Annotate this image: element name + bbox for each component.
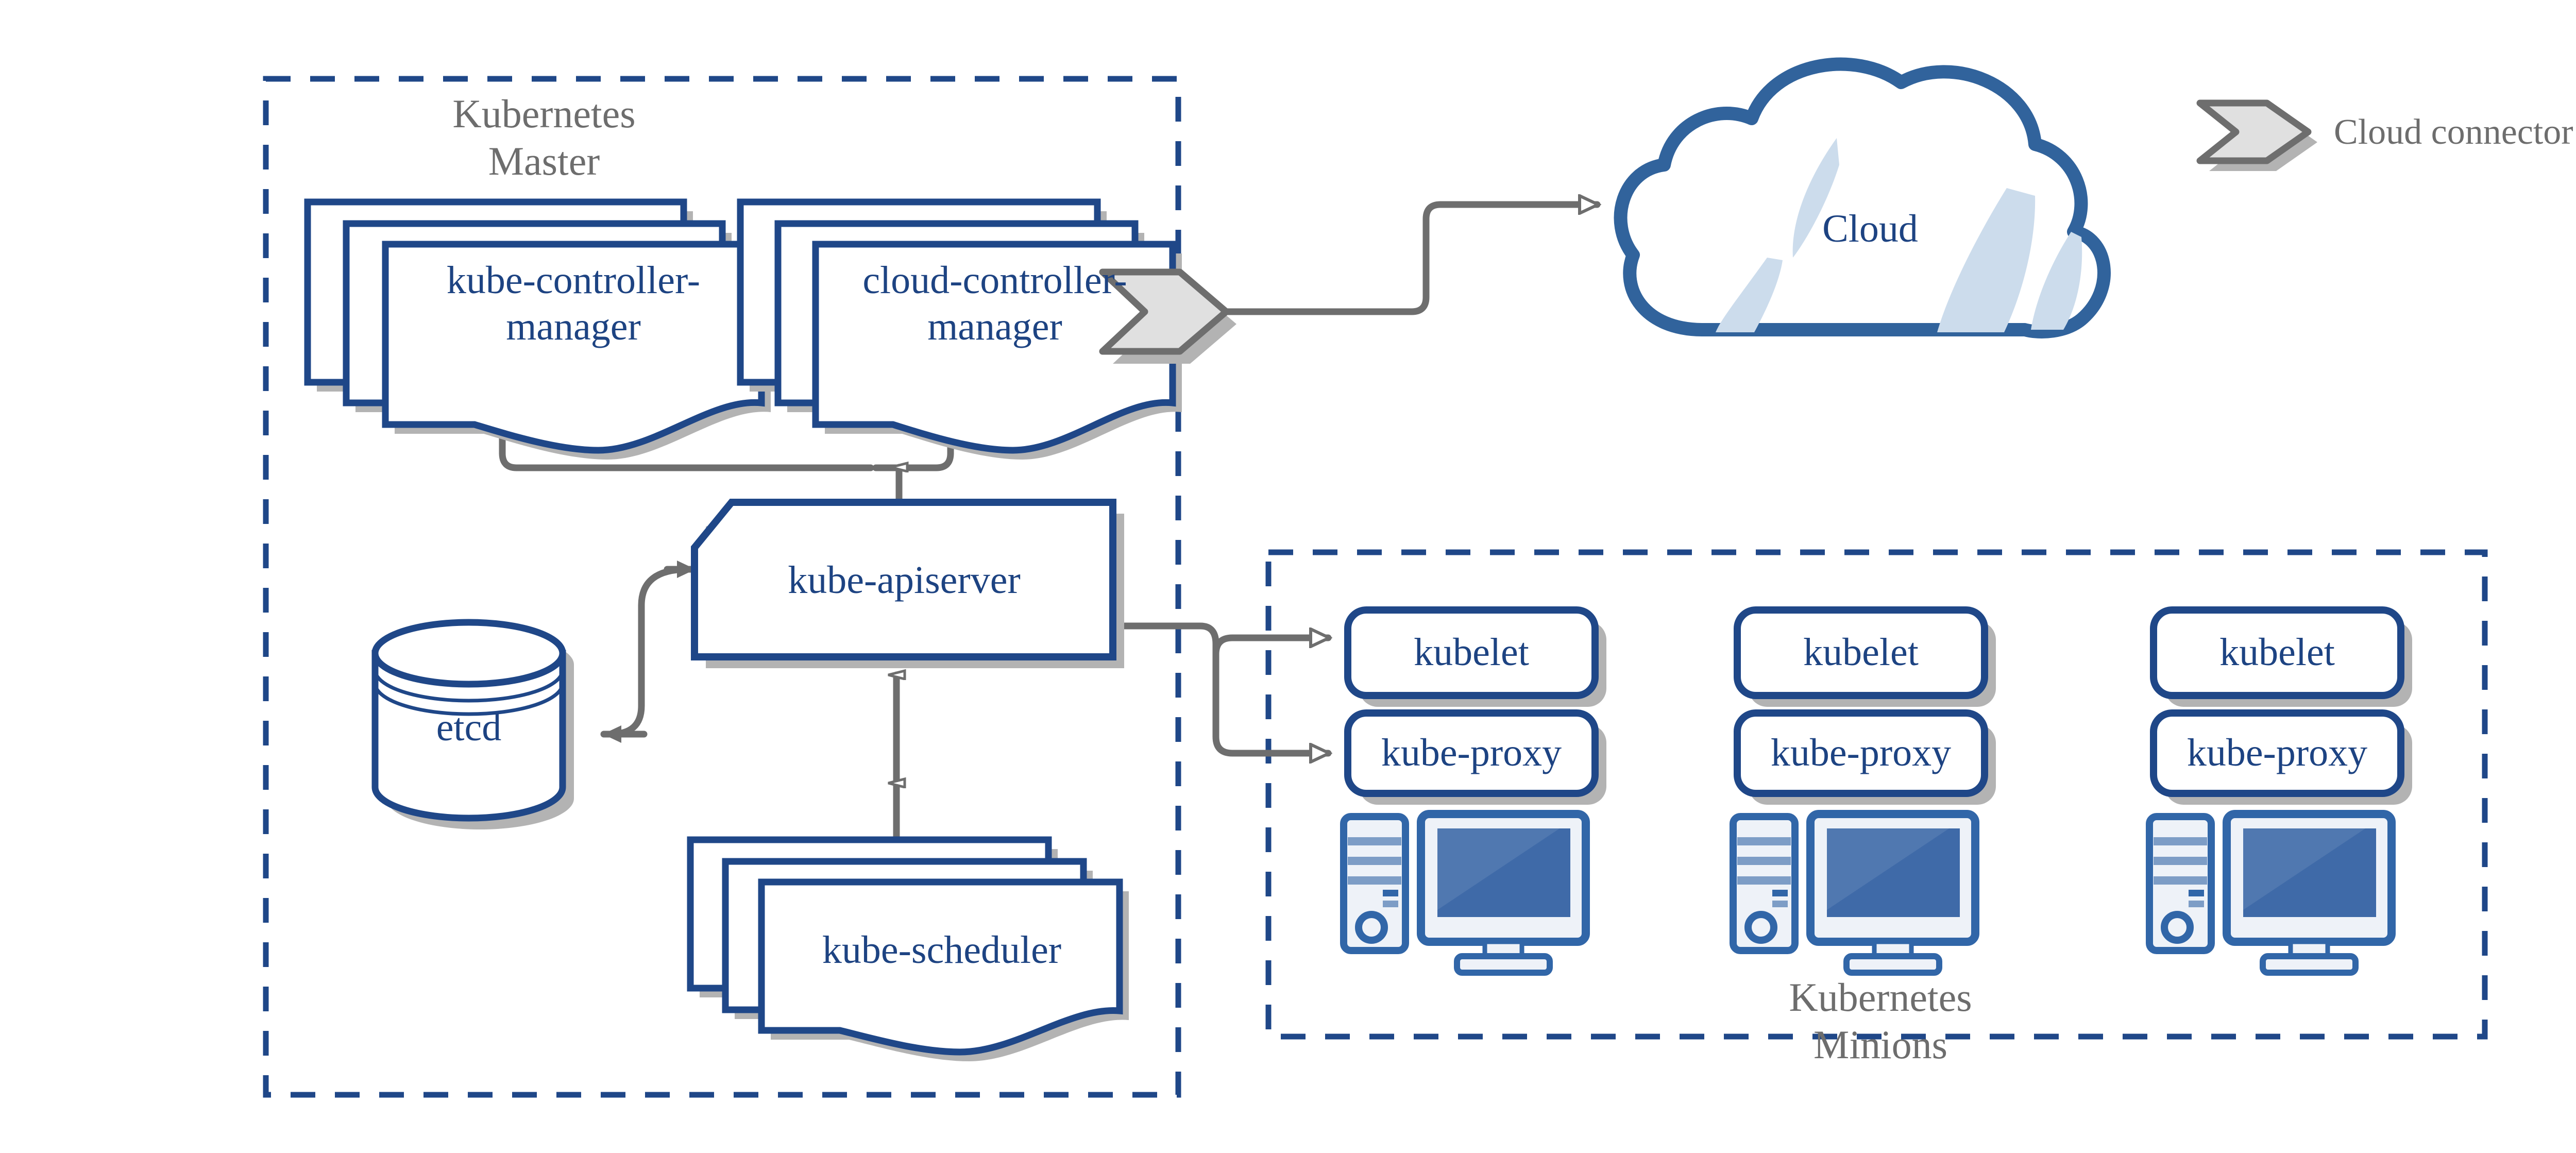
- node-kube-controller-manager[interactable]: [304, 198, 771, 460]
- minion-3[interactable]: [2146, 606, 2412, 976]
- node-cloud[interactable]: [1614, 57, 2111, 338]
- minions-group-label: Kubernetes Minions: [1789, 975, 1972, 1067]
- node-kube-scheduler[interactable]: [687, 836, 1129, 1061]
- minion-1[interactable]: [1340, 606, 1606, 976]
- minion-2-kubelet-box: [1734, 606, 1988, 699]
- arrow-apiserver-to-kubeproxy: [1109, 622, 1323, 757]
- minion-2-kubeproxy-box: [1734, 709, 1988, 797]
- legend-cloud-connector-label: Cloud connector: [2334, 112, 2573, 152]
- kube-scheduler-label: kube-scheduler: [822, 928, 1062, 972]
- etcd-label: etcd: [436, 706, 502, 749]
- kube-apiserver-label: kube-apiserver: [788, 558, 1021, 602]
- cloud-connector-icon: [1099, 268, 1236, 364]
- arrow-apiserver-to-kubelet: [1212, 634, 1323, 658]
- node-cloud-controller-manager[interactable]: [737, 198, 1182, 460]
- node-kube-apiserver[interactable]: [691, 499, 1124, 668]
- minion-3-kubelet-box: [2150, 606, 2404, 699]
- minion-2-kubeproxy-label: kube-proxy: [1770, 731, 1952, 774]
- minion-3-kubeproxy-label: kube-proxy: [2187, 731, 2368, 774]
- cloud-controller-manager-label: cloud-controller- manager: [862, 259, 1127, 348]
- minion-1-kubelet-box: [1344, 606, 1599, 699]
- minion-1-kubelet-label: kubelet: [1414, 631, 1529, 674]
- minion-1-kubeproxy-box: [1344, 709, 1599, 797]
- minions-boundary: [1265, 549, 2488, 1040]
- minion-3-desktop-computer-icon: [2146, 810, 2396, 976]
- minion-2[interactable]: [1730, 606, 1996, 976]
- master-group-label: Kubernetes Master: [452, 91, 636, 184]
- minion-1-desktop-computer-icon: [1340, 810, 1590, 976]
- minion-3-kubelet-label: kubelet: [2219, 631, 2335, 674]
- master-boundary: [263, 76, 1181, 1098]
- cloud-label: Cloud: [1822, 207, 1918, 250]
- minion-3-kubeproxy-box: [2150, 709, 2404, 797]
- minion-1-kubeproxy-label: kube-proxy: [1381, 731, 1562, 774]
- legend-cloud-connector-icon: [2196, 99, 2317, 171]
- arrow-apiserver-etcd-line: [607, 566, 691, 738]
- minion-2-desktop-computer-icon: [1730, 810, 1979, 976]
- node-etcd[interactable]: [371, 619, 574, 829]
- kube-controller-manager-label: kube-controller- manager: [446, 259, 701, 348]
- minion-2-kubelet-label: kubelet: [1803, 631, 1919, 674]
- arrow-ccm-to-cloud: [1212, 205, 1597, 315]
